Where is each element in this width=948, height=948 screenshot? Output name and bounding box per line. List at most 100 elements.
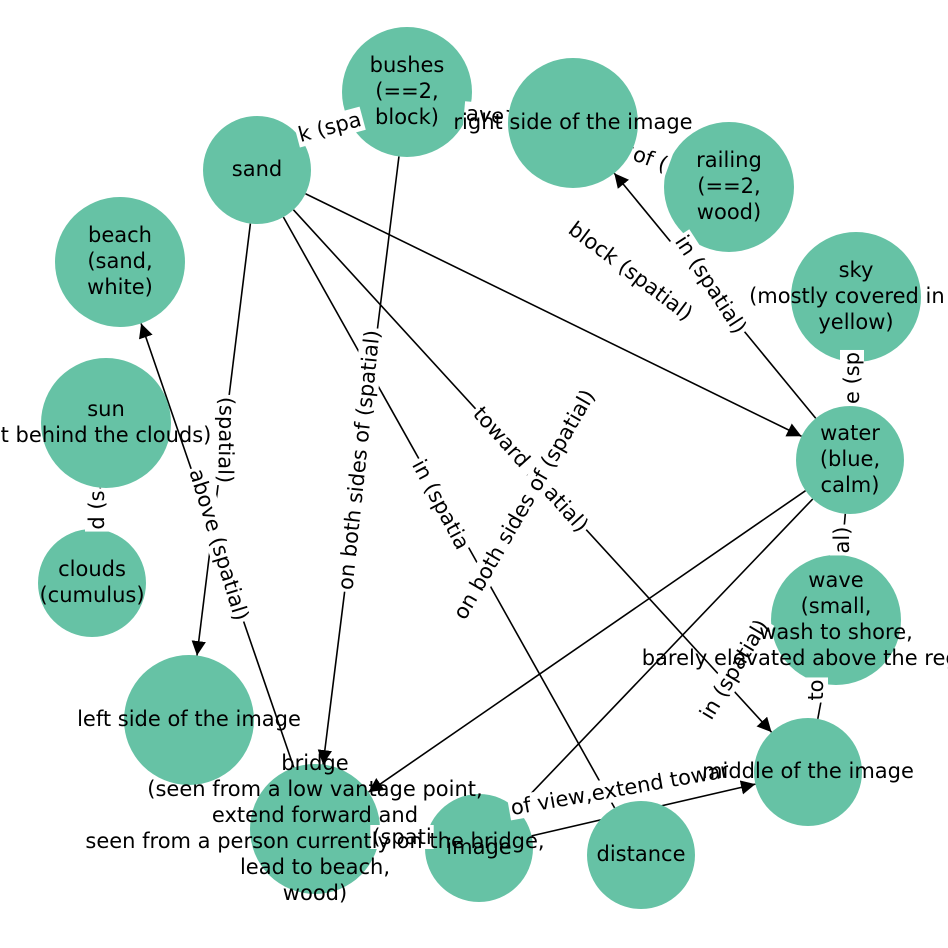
edge-label-background <box>804 677 828 703</box>
edge-water-bridge <box>368 490 807 793</box>
node-railing <box>664 122 794 252</box>
node-beach <box>55 197 185 327</box>
node-label-sand: sand <box>232 157 282 181</box>
node-label-beach: white) <box>87 275 153 299</box>
node-middle <box>754 718 862 826</box>
node-label-sky: (mostly covered in c <box>749 284 948 308</box>
node-label-image: image <box>446 835 511 859</box>
node-label-water: water <box>820 421 880 445</box>
edge-label: on both sides of (spatial) <box>333 329 384 591</box>
edge-label-background <box>506 757 734 821</box>
node-wave <box>771 555 901 685</box>
node-label-water: (blue, <box>820 447 880 471</box>
node-label-bridge: seen from a person currently on the brid… <box>85 829 544 853</box>
edge-label: (spati <box>372 825 431 849</box>
node-label-distance: distance <box>597 842 686 866</box>
node-left <box>124 655 254 785</box>
node-label-middle: middle of the image <box>702 759 914 783</box>
node-image <box>425 794 533 902</box>
node-label-sun: sun <box>87 397 125 421</box>
edge-label-background <box>447 383 601 626</box>
edge-label: al) <box>830 527 854 554</box>
node-sun <box>41 358 171 488</box>
edge-label: k (spa <box>296 107 364 147</box>
node-label-left: left side of the image <box>77 707 301 731</box>
node-circle <box>791 232 921 362</box>
node-label-wave: (small, <box>801 594 872 618</box>
edge-label: ave <box>465 101 505 128</box>
node-circle <box>425 794 533 902</box>
node-circle <box>203 116 311 224</box>
edge-line <box>368 490 807 793</box>
edge-label-background <box>463 101 508 129</box>
node-bridge <box>250 764 380 894</box>
node-label-railing: railing <box>696 148 762 172</box>
node-label-railing: wood) <box>697 200 761 224</box>
node-label-clouds: (cumulus) <box>39 583 144 607</box>
node-label-bridge: wood) <box>283 881 347 905</box>
edge-label: e (sp <box>840 352 864 404</box>
edge-label-background <box>406 453 476 556</box>
node-label-sun: t behind the clouds) <box>1 423 212 447</box>
edge-water-image <box>515 498 814 810</box>
node-water <box>796 406 904 514</box>
node-circle <box>754 718 862 826</box>
node-label-bushes: (==2, <box>375 79 438 103</box>
node-label-beach: beach <box>88 223 152 247</box>
edge-sand-water <box>305 193 802 437</box>
node-label-wave: wave <box>808 568 863 592</box>
node-circle <box>124 655 254 785</box>
node-label-bushes: block) <box>375 105 439 129</box>
edge-label: (spatial) <box>213 397 239 484</box>
node-clouds <box>38 529 146 637</box>
node-distance <box>587 801 695 909</box>
node-sand <box>203 116 311 224</box>
node-label-bridge: extend forward and <box>212 803 418 827</box>
edge-label-background <box>370 825 434 849</box>
node-label-bridge: bridge <box>281 751 348 775</box>
node-circle <box>796 406 904 514</box>
edge-label: above (spatial) <box>184 466 253 624</box>
edge-label-background <box>183 464 255 626</box>
node-label-water: calm) <box>821 473 880 497</box>
edge-label-background <box>840 349 864 407</box>
node-label-clouds: clouds <box>58 557 126 581</box>
node-circle <box>664 122 794 252</box>
edge-label-background <box>562 215 699 327</box>
node-circle <box>587 801 695 909</box>
edge-label-background <box>213 394 239 486</box>
node-label-railing: (==2, <box>697 174 760 198</box>
edge-label-background <box>293 106 366 148</box>
node-label-right: right side of the image <box>453 110 692 134</box>
node-label-wave: wash to shore, <box>759 620 913 644</box>
edge-label: in (spatia <box>407 456 474 554</box>
node-label-bridge: lead to beach, <box>240 855 390 879</box>
edge-label-background <box>693 613 775 726</box>
node-circle <box>342 27 472 157</box>
node-label-bridge: (seen from a low vantage point, <box>147 777 482 801</box>
node-label-beach: (sand, <box>87 249 152 273</box>
node-label-sky: sky <box>839 258 874 282</box>
node-label-sky: yellow) <box>818 310 893 334</box>
node-right <box>508 58 638 188</box>
nodes-layer <box>38 27 921 909</box>
edge-label: to <box>804 679 828 700</box>
edge-label: block (spatial) <box>564 217 697 326</box>
edge-label-background <box>627 141 673 178</box>
node-circle <box>38 529 146 637</box>
node-circle <box>250 764 380 894</box>
node-circle <box>508 58 638 188</box>
node-bushes <box>342 27 472 157</box>
node-label-bushes: bushes <box>370 53 445 77</box>
edge-label-background <box>333 326 385 593</box>
edge-label-background <box>830 524 854 556</box>
node-circle <box>55 197 185 327</box>
node-label-wave: barely elevated above the regular su <box>642 646 948 670</box>
node-circle <box>771 555 901 685</box>
edge-line <box>515 498 814 810</box>
edge-label-background <box>669 229 753 340</box>
edge-label: d (s <box>85 490 109 529</box>
node-sky <box>791 232 921 362</box>
node-circle <box>41 358 171 488</box>
